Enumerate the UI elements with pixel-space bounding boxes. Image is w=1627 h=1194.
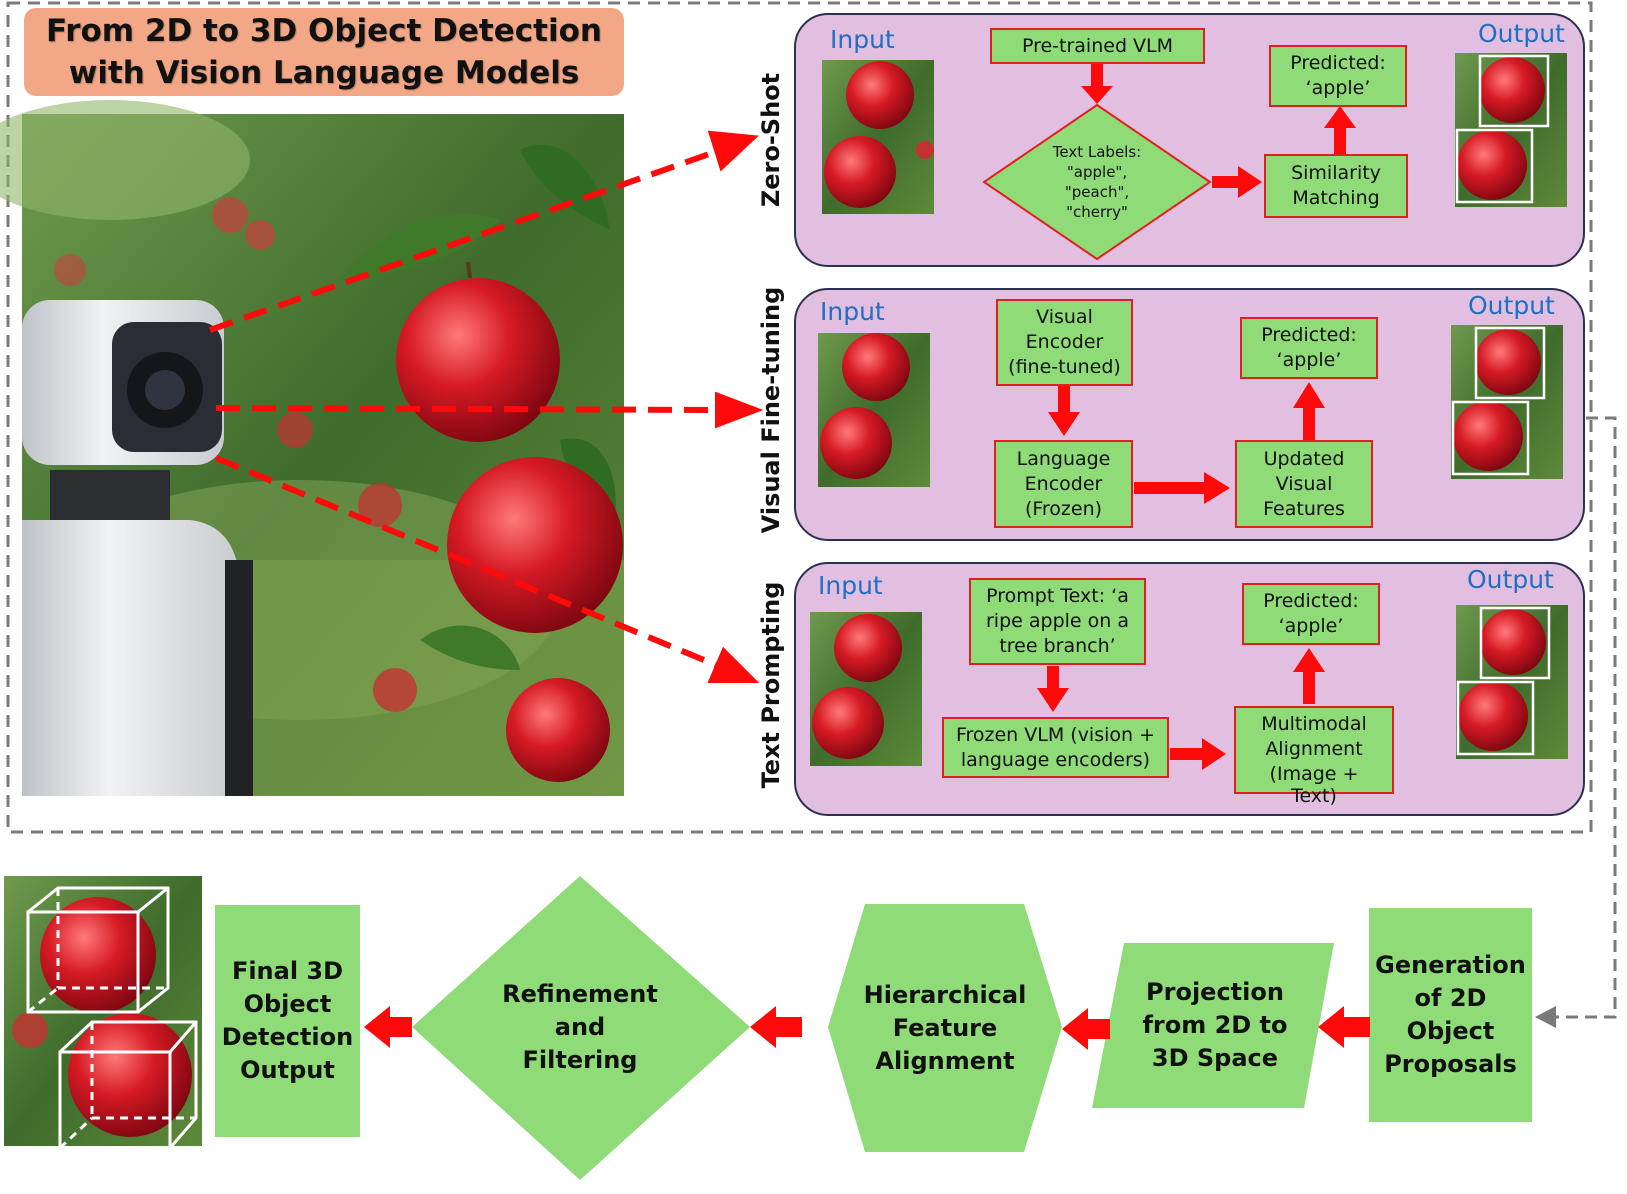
panel1-predicted-box: Predicted: ‘apple’: [1269, 45, 1407, 107]
panel3-predicted-line-2: ‘apple’: [1278, 615, 1344, 637]
pipeline-arrows: [364, 1006, 1370, 1050]
title-line-2: with Vision Language Models: [68, 55, 580, 91]
language-encoder-line-2: Encoder: [1024, 472, 1103, 495]
multimodal-line-2: Alignment: [1265, 738, 1363, 760]
final-line-4: Output: [240, 1056, 335, 1084]
title-banner: From 2D to 3D Object Detection with Visi…: [24, 8, 624, 96]
pipeline-shapes: [215, 876, 1532, 1180]
frozen-vlm-box: Frozen VLM (vision + language encoders): [942, 717, 1169, 778]
panel1-output-label: Output: [1478, 19, 1565, 48]
main-photo: [0, 100, 624, 796]
text-labels-line-4: "cherry": [1066, 203, 1128, 221]
connector-arrowhead: [1535, 1006, 1556, 1028]
panel2-predicted-box: Predicted: ‘apple’: [1240, 317, 1378, 379]
panel3-input-label: Input: [818, 571, 883, 600]
hierarchical-alignment-node: Hierarchical Feature Alignment: [835, 904, 1055, 1152]
multimodal-line-3: (Image +: [1269, 763, 1359, 785]
language-encoder-line-3: (Frozen): [1024, 497, 1103, 520]
similarity-matching-line-2: Matching: [1292, 187, 1380, 209]
text-labels-diamond: [982, 103, 1212, 261]
updated-features-box: Updated Visual Features: [1235, 440, 1373, 528]
panel-thumbnails: [810, 53, 1568, 766]
generation-proposals-node: Generation of 2D Object Proposals: [1369, 908, 1532, 1122]
panel3-output-label: Output: [1467, 565, 1554, 594]
final-line-1: Final 3D: [231, 957, 344, 985]
language-encoder-box: Language Encoder (Frozen): [994, 440, 1133, 528]
final-line-3: Detection: [221, 1023, 354, 1051]
final-output-node: Final 3D Object Detection Output: [215, 905, 360, 1137]
generation-line-1: Generation: [1375, 951, 1526, 979]
generation-line-4: Proposals: [1384, 1050, 1517, 1078]
projection-node: Projection from 2D to 3D Space: [1110, 943, 1320, 1108]
final-output-photo: [4, 876, 202, 1150]
pretrained-vlm-text: Pre-trained VLM: [1021, 34, 1174, 57]
prompt-text-line-1: Prompt Text: ‘a: [986, 585, 1129, 607]
prompt-text-box: Prompt Text: ‘a ripe apple on a tree bra…: [969, 578, 1146, 665]
visual-encoder-box: Visual Encoder (fine-tuned): [996, 299, 1133, 386]
panel1-predicted-line-2: ‘apple’: [1305, 77, 1371, 99]
refinement-line-3: Filtering: [522, 1045, 638, 1074]
visual-encoder-line-1: Visual: [1036, 306, 1093, 328]
panel2-output-label: Output: [1468, 291, 1555, 320]
prompt-text-line-2: ripe apple on a: [985, 610, 1129, 632]
projection-line-2: from 2D to: [1142, 1011, 1288, 1039]
panel-arrows: [1037, 64, 1356, 770]
updated-features-line-2: Visual: [1275, 472, 1333, 495]
similarity-matching-box: Similarity Matching: [1264, 154, 1408, 218]
language-encoder-line-1: Language: [1016, 447, 1111, 470]
panel3-predicted-line-1: Predicted:: [1263, 590, 1359, 612]
text-labels-line-3: "peach",: [1064, 183, 1130, 201]
text-labels-text: Text Labels: "apple", "peach", "cherry": [1020, 138, 1174, 226]
updated-features-line-1: Updated: [1263, 447, 1345, 470]
title-line-1: From 2D to 3D Object Detection: [46, 13, 602, 49]
projection-line-3: 3D Space: [1151, 1044, 1279, 1072]
panel2-predicted-line-1: Predicted:: [1261, 324, 1357, 346]
hierarchical-line-3: Alignment: [875, 1046, 1015, 1075]
hierarchical-line-1: Hierarchical: [863, 980, 1027, 1009]
refinement-line-2: and: [554, 1012, 606, 1041]
visual-encoder-line-2: Encoder: [1025, 331, 1104, 353]
pretrained-vlm-box: Pre-trained VLM: [990, 28, 1205, 64]
text-labels-line-2: "apple",: [1066, 163, 1128, 181]
panel2-predicted-line-2: ‘apple’: [1276, 349, 1342, 371]
frozen-vlm-line-1: Frozen VLM (vision +: [955, 723, 1156, 746]
connector-dashed: [1545, 416, 1617, 1019]
panel-text-prompting: [794, 562, 1585, 816]
panel1-predicted-line-1: Predicted:: [1290, 52, 1386, 74]
final-line-2: Object: [243, 990, 332, 1018]
generation-line-2: of 2D: [1414, 984, 1487, 1012]
generation-line-3: Object: [1406, 1017, 1495, 1045]
prompt-text-line-3: tree branch’: [999, 635, 1116, 657]
multimodal-line-1: Multimodal: [1261, 713, 1367, 735]
refinement-line-1: Refinement: [502, 979, 658, 1008]
updated-features-line-3: Features: [1263, 497, 1345, 520]
frozen-vlm-line-2: language encoders): [960, 748, 1151, 771]
projection-line-1: Projection: [1146, 978, 1284, 1006]
refinement-filtering-node: Refinement and Filtering: [470, 920, 690, 1134]
visual-encoder-line-3: (fine-tuned): [1008, 356, 1121, 378]
multimodal-alignment-box: Multimodal Alignment (Image + Text): [1234, 706, 1394, 806]
dashed-frame: [6, 1, 1593, 834]
panel2-input-label: Input: [820, 297, 885, 326]
hierarchical-line-2: Feature: [892, 1013, 998, 1042]
dashed-arrows: [209, 130, 764, 683]
text-labels-line-1: Text Labels:: [1052, 143, 1142, 161]
panel1-input-label: Input: [830, 25, 895, 54]
multimodal-line-4: Text): [1291, 785, 1337, 807]
similarity-matching-line-1: Similarity: [1291, 162, 1381, 184]
panel3-predicted-box: Predicted: ‘apple’: [1242, 583, 1380, 645]
